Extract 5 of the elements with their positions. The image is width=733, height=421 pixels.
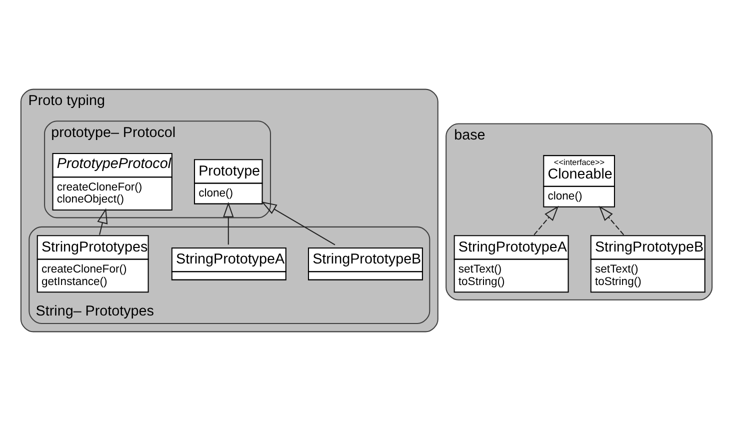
arrow — [222, 202, 234, 245]
arrow — [261, 202, 336, 246]
arrow — [598, 206, 624, 236]
arrow — [97, 208, 108, 235]
arrow — [534, 206, 559, 236]
